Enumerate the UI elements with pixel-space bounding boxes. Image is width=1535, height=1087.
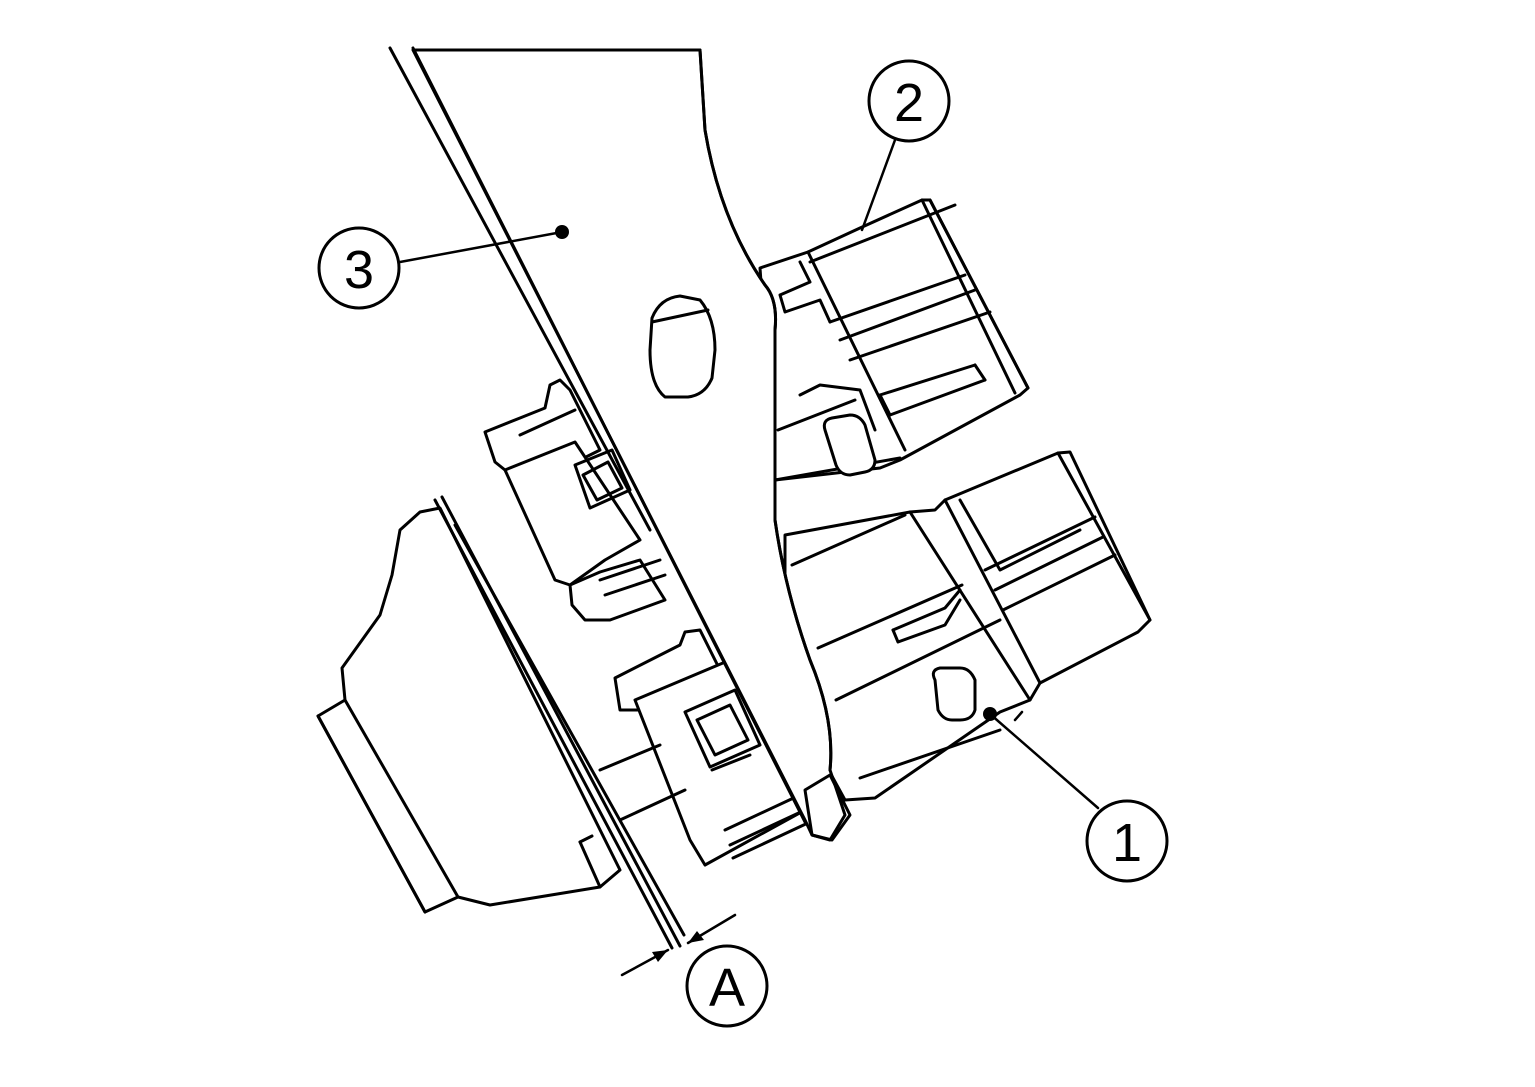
leader-lines — [398, 138, 1100, 810]
callout-3-label: 3 — [344, 240, 374, 300]
dimension-a — [620, 913, 737, 977]
callout-a: A — [685, 944, 769, 1028]
callout-1: 1 — [1085, 799, 1169, 883]
upper-clip — [483, 378, 667, 622]
bracket-3 — [388, 46, 852, 842]
callout-3: 3 — [317, 226, 401, 310]
connector-1-body — [783, 450, 1152, 802]
connector-2-body — [758, 198, 1030, 482]
callout-a-label: A — [709, 958, 745, 1018]
callout-2: 2 — [867, 59, 951, 143]
panel-edge — [433, 495, 686, 950]
callout-2-label: 2 — [894, 73, 924, 133]
callout-1-label: 1 — [1112, 813, 1142, 873]
lower-connector-housing — [316, 506, 622, 914]
lower-clip — [598, 628, 812, 867]
